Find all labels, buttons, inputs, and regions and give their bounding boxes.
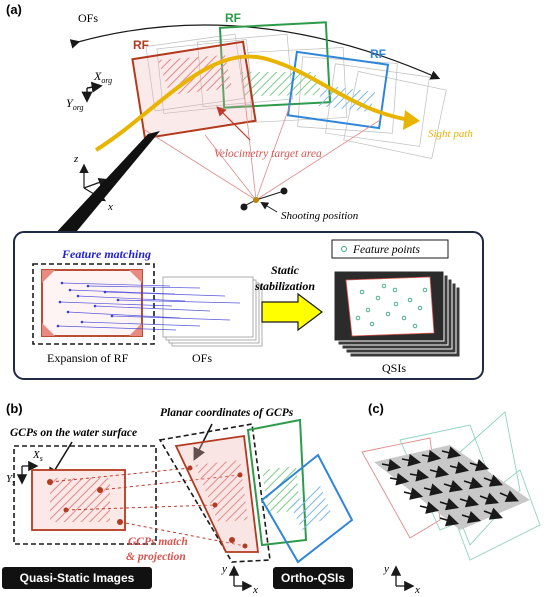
ortho-dashed-box bbox=[158, 423, 271, 563]
panel-c-axis-x: x bbox=[414, 584, 420, 596]
rf-label-green: RF bbox=[225, 11, 241, 25]
expansion-corners bbox=[42, 270, 142, 336]
ofs-arc-label: OFs bbox=[78, 11, 98, 25]
ortho-label-bar bbox=[273, 567, 353, 589]
camera-icon bbox=[240, 187, 288, 211]
quasi-static-label: Quasi-Static Images bbox=[20, 571, 135, 585]
qsis-stack bbox=[333, 270, 461, 358]
xs-ys-axes bbox=[16, 460, 39, 485]
ortho-hatch-blue bbox=[290, 485, 332, 530]
panel-a-label: (a) bbox=[6, 2, 22, 17]
gcps-water-label: GCPs on the water surface bbox=[10, 427, 137, 439]
quasi-static-label-bar bbox=[2, 567, 152, 589]
gcps-points-right bbox=[187, 465, 248, 549]
velocity-field-area bbox=[374, 445, 530, 530]
velocimetry-arrow bbox=[216, 106, 251, 141]
x-org-label: Xorg bbox=[93, 69, 112, 85]
sight-path bbox=[94, 54, 411, 152]
xs-label: Xs bbox=[32, 449, 43, 463]
static-label-line1: Static bbox=[271, 263, 300, 277]
sight-path-arrowhead bbox=[403, 110, 420, 130]
panel-b-label: (b) bbox=[6, 401, 23, 416]
axis-x-label: x bbox=[107, 201, 113, 213]
hatch-area-green bbox=[240, 72, 322, 96]
feature-points-left bbox=[56, 281, 120, 328]
feature-point-legend-icon bbox=[341, 246, 347, 252]
rf-label-blue: RF bbox=[370, 47, 386, 61]
feature-matching-label: Feature matching bbox=[61, 247, 151, 261]
ortho-frame-blue bbox=[260, 453, 354, 564]
ortho-hatch bbox=[195, 460, 248, 522]
projection-lines bbox=[49, 467, 246, 547]
expansion-dashed-box bbox=[32, 263, 155, 345]
planar-coords-arrow bbox=[193, 423, 213, 461]
ofs-inset-label: OFs bbox=[192, 351, 212, 365]
panel-c-axis-y: y bbox=[383, 563, 389, 575]
expansion-label: Expansion of RF bbox=[47, 351, 129, 365]
quasi-static-hatch bbox=[50, 478, 110, 522]
panel-c-xy-axes bbox=[390, 565, 415, 592]
shooting-arrow bbox=[260, 201, 278, 213]
static-label-line2: stabilization bbox=[254, 279, 315, 293]
match-label-line2: & projection bbox=[126, 551, 186, 563]
ortho-frame-green bbox=[246, 418, 308, 547]
qsis-label: QSIs bbox=[382, 361, 406, 375]
panel-c-label: (c) bbox=[368, 401, 384, 416]
axis-z-label: z bbox=[73, 153, 79, 165]
feature-points-legend-label: Feature points bbox=[352, 244, 420, 256]
feature-points-legend bbox=[331, 239, 449, 259]
shooting-label: Shooting position bbox=[281, 210, 359, 222]
panel-b-axis-x: x bbox=[252, 584, 258, 596]
match-label-line1: GCPs match bbox=[128, 536, 188, 548]
velocity-arrows bbox=[381, 446, 519, 527]
org-axes bbox=[81, 81, 103, 103]
rf-frame-blue bbox=[286, 50, 390, 130]
feature-matching-lines bbox=[57, 282, 241, 331]
static-stabilization-arrow bbox=[261, 292, 323, 332]
velocimetry-label: Velocimetry target area bbox=[214, 148, 322, 160]
planar-coords-label: Planar coordinates of GCPs bbox=[160, 407, 294, 419]
panel-b-xy-axes bbox=[228, 565, 253, 592]
view-rays bbox=[144, 54, 381, 201]
callout-wedge bbox=[52, 131, 160, 237]
y-org-label: Yorg bbox=[66, 96, 84, 112]
sight-path-label: Sight path bbox=[428, 128, 473, 140]
ofs-arc-arrow bbox=[69, 24, 441, 80]
panel-b-axis-y: y bbox=[221, 563, 227, 575]
qsi-feature-points bbox=[355, 283, 428, 329]
rf-label-red: RF bbox=[133, 38, 149, 52]
ortho-label: Ortho-QSIs bbox=[281, 571, 345, 585]
